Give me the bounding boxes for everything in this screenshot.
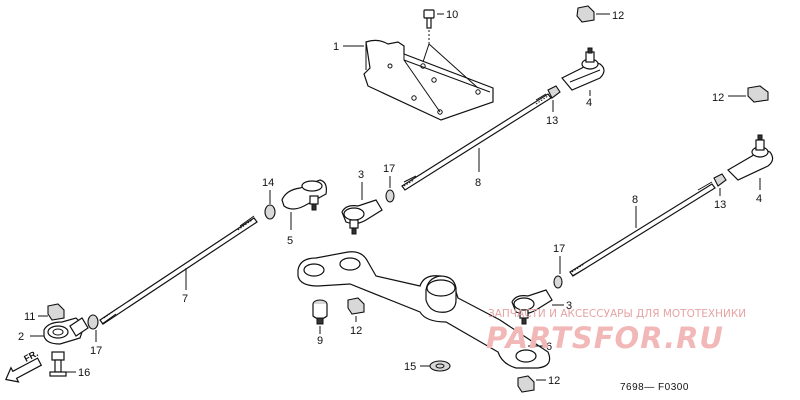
label-ball-joint-right: 3 [566, 300, 572, 312]
washer-14 [264, 204, 276, 220]
label-nut-right: 12 [712, 92, 724, 104]
label-washer-14: 14 [262, 177, 274, 189]
washer-17-upper [385, 189, 395, 203]
ball-joint-right [511, 289, 553, 325]
collar-9 [312, 299, 328, 325]
label-bracket: 1 [333, 41, 339, 53]
bolt-16 [49, 351, 67, 377]
nut-right [747, 85, 769, 103]
ball-joint-left [281, 179, 327, 211]
tie-rod-end-right [727, 134, 774, 181]
label-collar-9: 9 [317, 335, 323, 347]
washer-15 [429, 360, 451, 372]
nut-top [576, 5, 595, 23]
label-nut-13-upper: 13 [546, 115, 558, 127]
rod-end-2 [43, 317, 89, 345]
nut-center [347, 297, 365, 315]
tie-rod-end-upper [561, 47, 605, 91]
label-tie-rod-end-right: 4 [756, 193, 762, 205]
label-ball-joint-left: 5 [287, 235, 293, 247]
label-tie-rod-lower: 7 [182, 293, 188, 305]
link-plate [297, 251, 551, 369]
washer-17-lower [87, 314, 99, 330]
nut-11 [47, 303, 65, 321]
label-bolt-16: 16 [78, 367, 90, 379]
label-ball-joint-upper: 3 [358, 169, 364, 181]
label-bolt: 10 [446, 9, 458, 21]
watermark-tagline: ЗАПЧАСТИ И АКСЕССУАРЫ ДЛЯ МОТОТЕХНИКИ [488, 308, 746, 320]
label-nut-top: 12 [612, 10, 624, 22]
watermark-logo: PARTSFOR.RU [486, 321, 724, 355]
label-washer-17-upper: 17 [383, 163, 395, 175]
label-nut-center: 12 [350, 325, 362, 337]
tie-rod-right [569, 181, 716, 277]
nut-13-upper [547, 85, 561, 99]
label-link-plate: 6 [546, 341, 552, 353]
washer-17-right [553, 275, 563, 289]
label-nut-13-right: 13 [714, 199, 726, 211]
tie-rod-lower [99, 215, 258, 325]
label-washer-15: 15 [404, 361, 416, 373]
label-nut-bottom: 12 [548, 375, 560, 387]
label-washer-17-lower: 17 [90, 345, 102, 357]
front-direction-arrow-icon [5, 357, 43, 383]
label-washer-17-right: 17 [553, 243, 565, 255]
diagram-code: 7698— F0300 [620, 382, 689, 393]
nut-bottom [517, 375, 535, 393]
label-tie-rod-right: 8 [632, 194, 638, 206]
label-rod-end-2: 2 [18, 331, 24, 343]
tie-rod-upper [401, 93, 552, 191]
bolt-part [423, 9, 435, 29]
bracket-part [363, 39, 494, 121]
label-tie-rod-end-upper: 4 [586, 97, 592, 109]
ball-joint-upper [341, 199, 383, 235]
label-tie-rod-upper: 8 [475, 177, 481, 189]
label-nut-11: 11 [24, 311, 35, 323]
nut-13-right [713, 173, 727, 187]
